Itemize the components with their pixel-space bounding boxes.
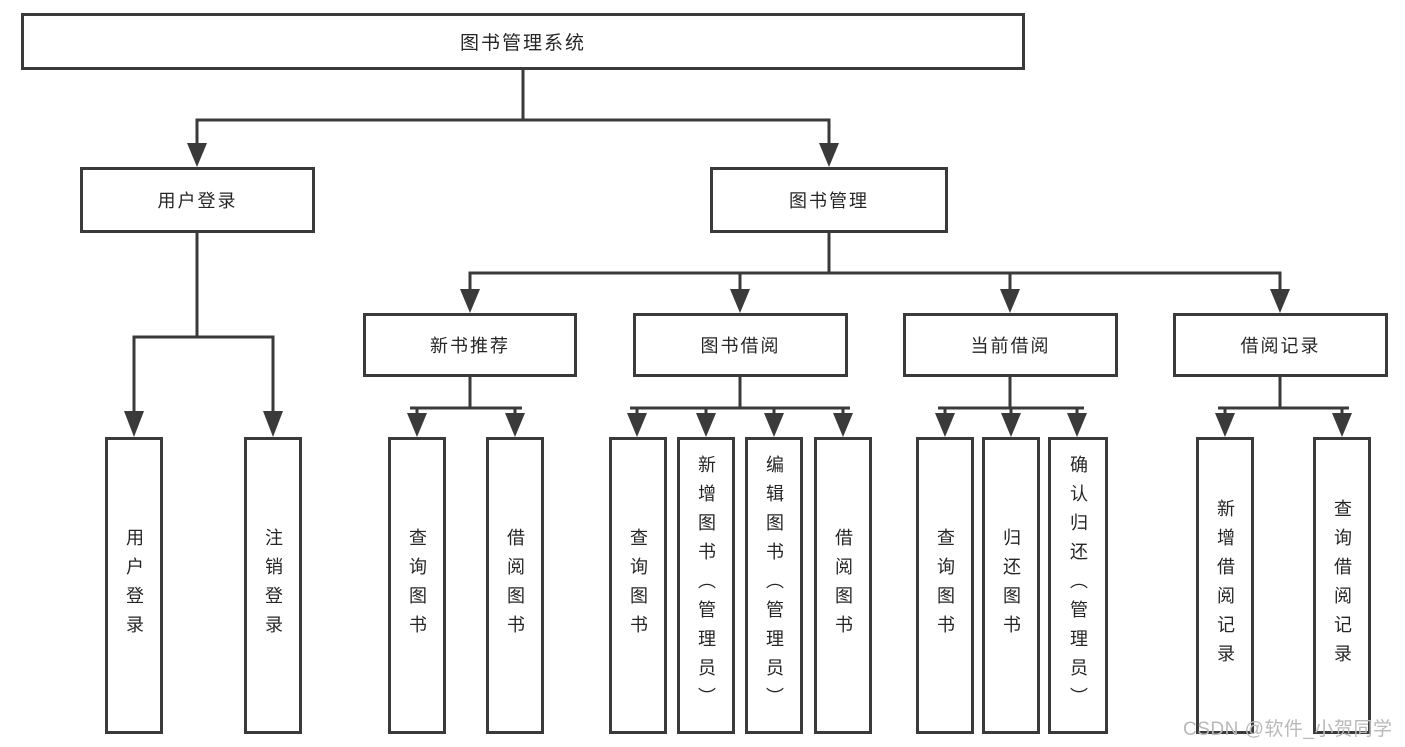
leaf-add-borrow-record-label: 新增借阅记录 (1215, 498, 1235, 673)
connector-newbooks-to-leaves (410, 376, 522, 415)
node-user-login: 用户登录 (80, 167, 315, 233)
leaf-borrow-query-books-label: 查询图书 (628, 527, 648, 644)
leaf-add-books-admin: 新增图书（管理员） (677, 437, 735, 734)
leaf-query-borrow-record: 查询借阅记录 (1313, 437, 1371, 734)
csdn-watermark: CSDN @软件_小贺同学 (1183, 719, 1393, 740)
leaf-user-login: 用户登录 (105, 437, 163, 734)
leaf-current-query-books: 查询图书 (916, 437, 974, 734)
node-root-label: 图书管理系统 (459, 33, 586, 54)
leaf-return-books: 归还图书 (982, 437, 1040, 734)
leaf-newbooks-borrow-books: 借阅图书 (486, 437, 544, 734)
connector-currentborrow-to-leaves (938, 376, 1084, 415)
node-current-borrowing-label: 当前借阅 (970, 336, 1051, 356)
node-book-borrowing-label: 图书借阅 (700, 336, 781, 356)
leaf-logout: 注销登录 (244, 437, 302, 734)
leaf-confirm-return-admin: 确认归还（管理员） (1048, 437, 1108, 734)
leaf-add-books-admin-label: 新增图书（管理员） (696, 455, 716, 716)
node-borrowing-records: 借阅记录 (1173, 313, 1388, 377)
leaf-logout-label: 注销登录 (263, 527, 283, 644)
leaf-edit-books-admin: 编辑图书（管理员） (745, 437, 803, 734)
node-book-management: 图书管理 (710, 167, 948, 233)
arrowheads (124, 143, 1352, 437)
leaf-newbooks-borrow-books-label: 借阅图书 (505, 527, 525, 644)
leaf-confirm-return-admin-label: 确认归还（管理员） (1068, 455, 1088, 716)
leaf-query-borrow-record-label: 查询借阅记录 (1332, 498, 1352, 673)
leaf-user-login-label: 用户登录 (124, 527, 144, 644)
connector-bookborrow-to-leaves (630, 376, 850, 415)
node-book-borrowing: 图书借阅 (633, 313, 848, 377)
leaf-newbooks-query-books: 查询图书 (388, 437, 446, 734)
leaf-newbooks-query-books-label: 查询图书 (407, 527, 427, 644)
leaf-return-books-label: 归还图书 (1001, 527, 1021, 644)
node-current-borrowing: 当前借阅 (903, 313, 1118, 377)
leaf-borrow-books: 借阅图书 (814, 437, 872, 734)
node-borrowing-records-label: 借阅记录 (1240, 336, 1321, 356)
node-new-book-recommend-label: 新书推荐 (430, 336, 510, 356)
node-new-book-recommend: 新书推荐 (363, 313, 577, 377)
node-root-system: 图书管理系统 (21, 13, 1025, 70)
leaf-current-query-books-label: 查询图书 (935, 527, 955, 644)
leaf-borrow-books-label: 借阅图书 (833, 527, 853, 644)
leaf-edit-books-admin-label: 编辑图书（管理员） (764, 455, 784, 716)
node-user-login-label: 用户登录 (157, 191, 238, 211)
node-book-management-label: 图书管理 (789, 191, 869, 211)
connector-borrowrecords-to-leaves (1218, 376, 1349, 415)
connector-root-to-level2 (195, 69, 831, 145)
connector-userlogin-to-leaves (132, 232, 275, 413)
leaf-add-borrow-record: 新增借阅记录 (1196, 437, 1254, 734)
connector-bookmgmt-to-level3 (468, 232, 1282, 291)
leaf-borrow-query-books: 查询图书 (609, 437, 667, 734)
